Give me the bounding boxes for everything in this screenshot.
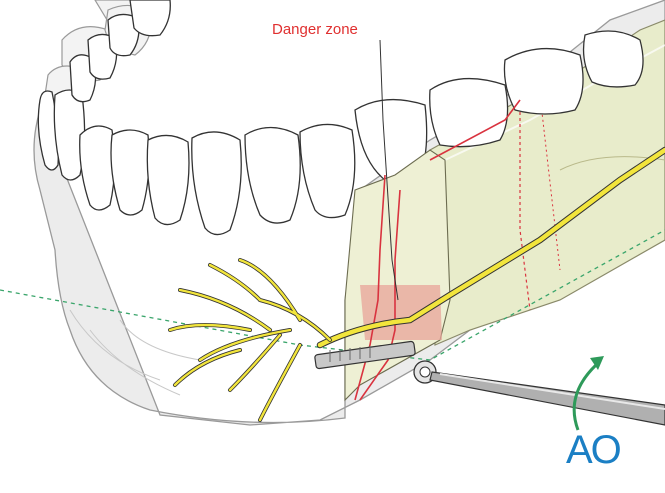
- fracture-line-left: [354, 174, 386, 401]
- danger-zone-label: Danger zone: [272, 21, 358, 38]
- rotation-arrow-icon: [572, 356, 604, 431]
- inferior-alveolar-nerve: [168, 146, 665, 422]
- danger-zone-leader: [379, 39, 399, 301]
- fracture-line-right: [359, 189, 401, 401]
- teeth-row: [37, 0, 644, 257]
- ao-logo: AO: [566, 428, 622, 472]
- screwdriver-icon: [429, 371, 665, 426]
